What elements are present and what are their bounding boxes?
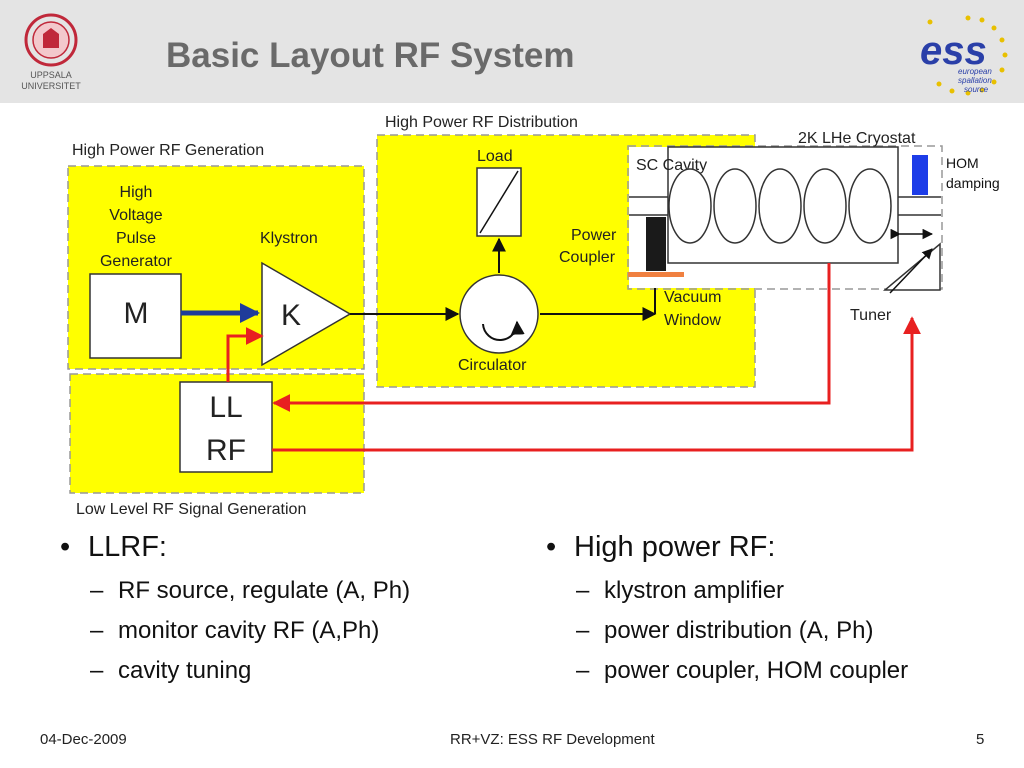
llrf-drive-signal <box>226 327 264 382</box>
cryostat-region-title: 2K LHe Cryostat <box>798 130 916 147</box>
power-coupler-label-line2: Coupler <box>559 249 616 266</box>
dash-icon: – <box>90 657 104 684</box>
llrf-region-title: Low Level RF Signal Generation <box>76 501 306 518</box>
llrf-bullet-item: cavity tuning <box>118 657 252 684</box>
uppsala-university-logo: UPPSALA UNIVERSITET <box>21 13 81 91</box>
coupler-flange-icon <box>628 272 684 277</box>
distribution-region-title: High Power RF Distribution <box>385 114 578 131</box>
hprf-bullet-item: power coupler, HOM coupler <box>604 657 909 684</box>
power-coupler-icon <box>646 217 666 271</box>
hprf-bullet-item: klystron amplifier <box>604 577 785 604</box>
circulator-label: Circulator <box>458 357 527 374</box>
tuner-control-signal <box>272 316 921 452</box>
footer-date: 04-Dec-2009 <box>40 731 127 748</box>
klystron-label: Klystron <box>260 230 318 247</box>
slide-title: Basic Layout RF System <box>166 36 575 75</box>
slide-header <box>0 0 1024 103</box>
ess-logo-line1: european <box>958 67 992 76</box>
klystron-triangle <box>261 261 352 367</box>
dash-icon: – <box>90 617 104 644</box>
hvpg-label-line1: High <box>120 184 153 201</box>
ess-stars-icon <box>927 15 1008 96</box>
footer-title: RR+VZ: ESS RF Development <box>450 731 655 748</box>
dash-icon: – <box>90 577 104 604</box>
page-number: 5 <box>976 731 985 748</box>
cavity-cells-icon <box>668 168 892 244</box>
dash-icon: – <box>576 657 590 684</box>
load-label: Load <box>477 148 513 165</box>
uu-logo-line1: UPPSALA <box>30 70 72 80</box>
circulator-rotation-icon <box>482 320 525 341</box>
hvpg-label-line3: Pulse <box>116 230 156 247</box>
llrf-bullet-item: monitor cavity RF (A,Ph) <box>118 617 380 644</box>
hvpg-label-line2: Voltage <box>109 207 162 224</box>
uu-seal-emblem-icon <box>43 28 59 48</box>
load-resistor-icon <box>479 170 519 234</box>
circulator-icon <box>459 274 539 354</box>
power-coupler-label-line1: Power <box>571 227 617 244</box>
llrf-label-line1: LL <box>209 391 242 424</box>
ess-logo-mark: ess <box>920 29 987 73</box>
llrf-bullet-item: RF source, regulate (A, Ph) <box>118 577 411 604</box>
uu-logo-line2: UNIVERSITET <box>21 81 81 91</box>
hom-damping-label-line2: damping <box>946 175 1000 191</box>
tuner-adjust-arrow <box>889 248 933 294</box>
tuner-label: Tuner <box>850 307 892 324</box>
dash-icon: – <box>576 617 590 644</box>
llrf-bullet-heading: LLRF: <box>88 531 167 563</box>
hprf-bullet-heading: High power RF: <box>574 531 776 563</box>
bullet-dot-icon: • <box>546 531 557 563</box>
llrf-label-line2: RF <box>206 434 246 467</box>
hom-damping-label-line1: HOM <box>946 155 979 171</box>
rf-system-diagram: High Power RF Generation High Power RF D… <box>67 114 1000 518</box>
ess-logo-line3: source <box>964 85 989 94</box>
uu-seal-icon <box>24 13 78 67</box>
cryostat-region <box>627 145 943 290</box>
klystron-symbol: K <box>281 299 301 332</box>
hprf-bullet-item: power distribution (A, Ph) <box>604 617 874 644</box>
generation-region-title: High Power RF Generation <box>72 142 264 159</box>
cavity-pickup-signal <box>272 263 831 412</box>
dash-icon: – <box>576 577 590 604</box>
ess-logo-line2: spallation <box>958 76 992 85</box>
hom-coupler-icon <box>912 155 928 195</box>
modulator-box <box>89 273 182 359</box>
hvpg-label-line4: Generator <box>100 253 173 270</box>
vacuum-window-label-line1: Vacuum <box>664 289 722 306</box>
bullet-dot-icon: • <box>60 531 71 563</box>
ess-logo: ess european spallation source <box>920 15 1008 96</box>
llrf-box <box>179 381 273 473</box>
modulator-label: M <box>124 297 149 330</box>
vacuum-window-label-line2: Window <box>664 312 721 329</box>
